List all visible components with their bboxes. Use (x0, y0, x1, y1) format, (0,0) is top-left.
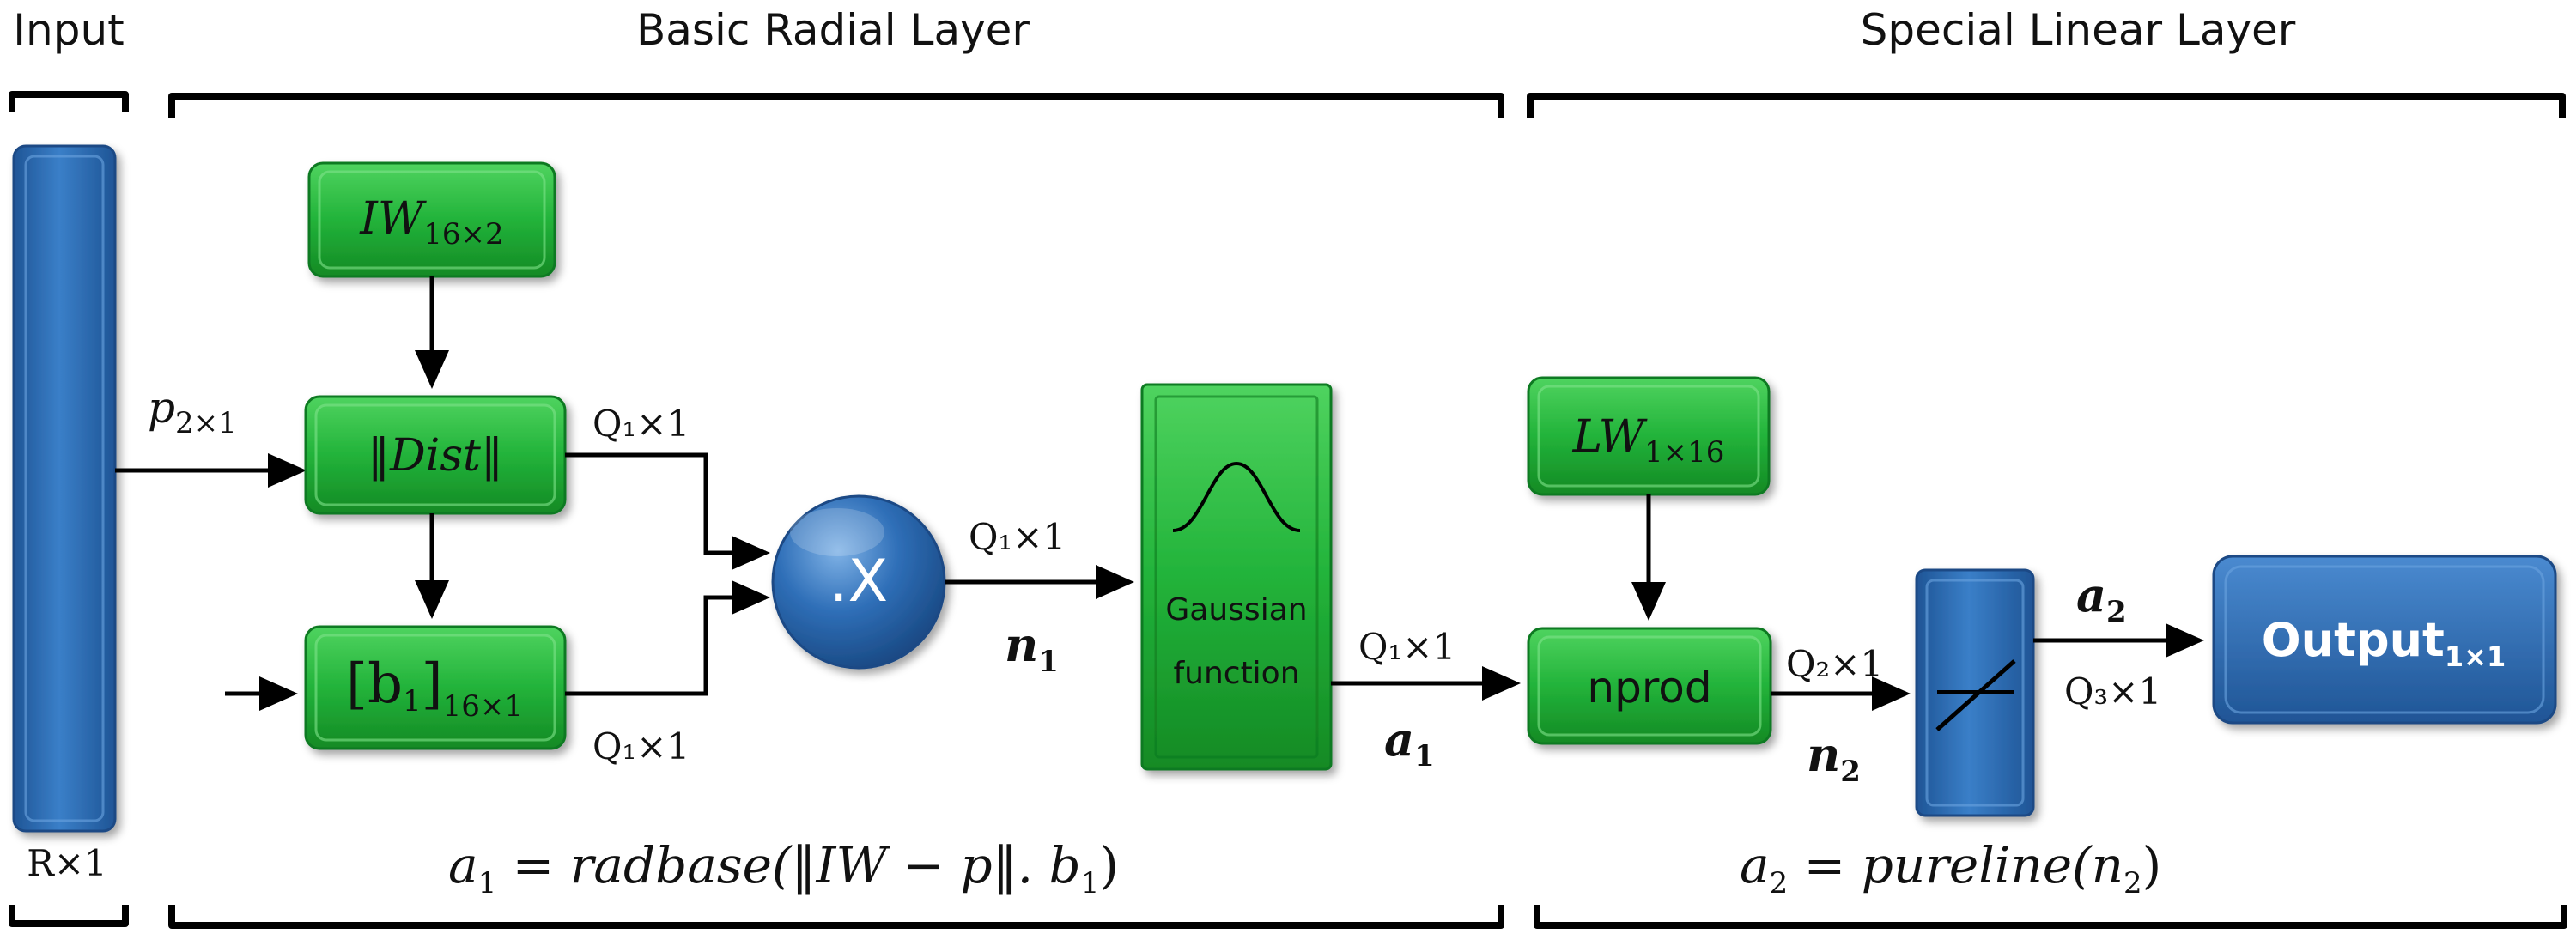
multiply-label: .X (829, 548, 888, 616)
section-title-radial: Basic Radial Layer (636, 5, 1030, 55)
label-q1-bias: Q₁×1 (592, 725, 690, 767)
label-n1: n1 (1005, 617, 1059, 679)
iw-label: IW16×2 (359, 193, 503, 252)
gaussian-label-line2: function (1173, 656, 1299, 691)
output-label: Output1×1 (2262, 613, 2506, 673)
label-a2: a2 (2076, 567, 2127, 629)
gaussian-curve-icon (1172, 461, 1301, 532)
dist-label: ‖Dist‖ (368, 430, 503, 482)
lw-label: LW1×16 (1572, 411, 1725, 470)
nprod-label: nprod (1587, 663, 1711, 713)
label-q2: Q₂×1 (1786, 643, 1883, 685)
bracket-bottom-input (9, 905, 129, 927)
purelin-line-icon (1935, 659, 2016, 731)
multiply-node (771, 494, 946, 670)
output-box (2212, 555, 2557, 725)
bracket-bottom-linear (1534, 905, 2567, 929)
equation-a2: a2 = pureline(n2) (1740, 836, 2161, 901)
bias-label: [b1]16×1 (346, 652, 523, 724)
line-bias-to-mult (565, 580, 770, 696)
section-title-linear: Special Linear Layer (1861, 5, 2296, 55)
label-a1: a1 (1384, 712, 1435, 773)
bracket-top-linear (1527, 93, 2566, 118)
input-bar (12, 144, 117, 833)
bracket-bottom-radial (168, 905, 1504, 929)
label-q1-dist: Q₁×1 (592, 403, 690, 445)
label-q1-gauss: Q₁×1 (1358, 626, 1455, 668)
line-dist-to-mult (565, 452, 770, 570)
bracket-top-radial (168, 93, 1504, 118)
section-title-input: Input (13, 5, 124, 55)
input-dimension-label: R×1 (27, 842, 107, 884)
label-p: p2×1 (148, 383, 237, 440)
bracket-top-input (9, 91, 129, 112)
equation-a1: a1 = radbase(‖IW − p‖. b1) (448, 836, 1119, 901)
bias-box (304, 625, 567, 750)
label-q3: Q₃×1 (2064, 670, 2161, 713)
dist-box (304, 395, 567, 515)
label-q1-mult: Q₁×1 (969, 516, 1066, 558)
gaussian-label-line1: Gaussian (1165, 592, 1307, 628)
label-n2: n2 (1807, 727, 1861, 789)
gaussian-box (1140, 383, 1333, 771)
nprod-box (1527, 627, 1772, 745)
